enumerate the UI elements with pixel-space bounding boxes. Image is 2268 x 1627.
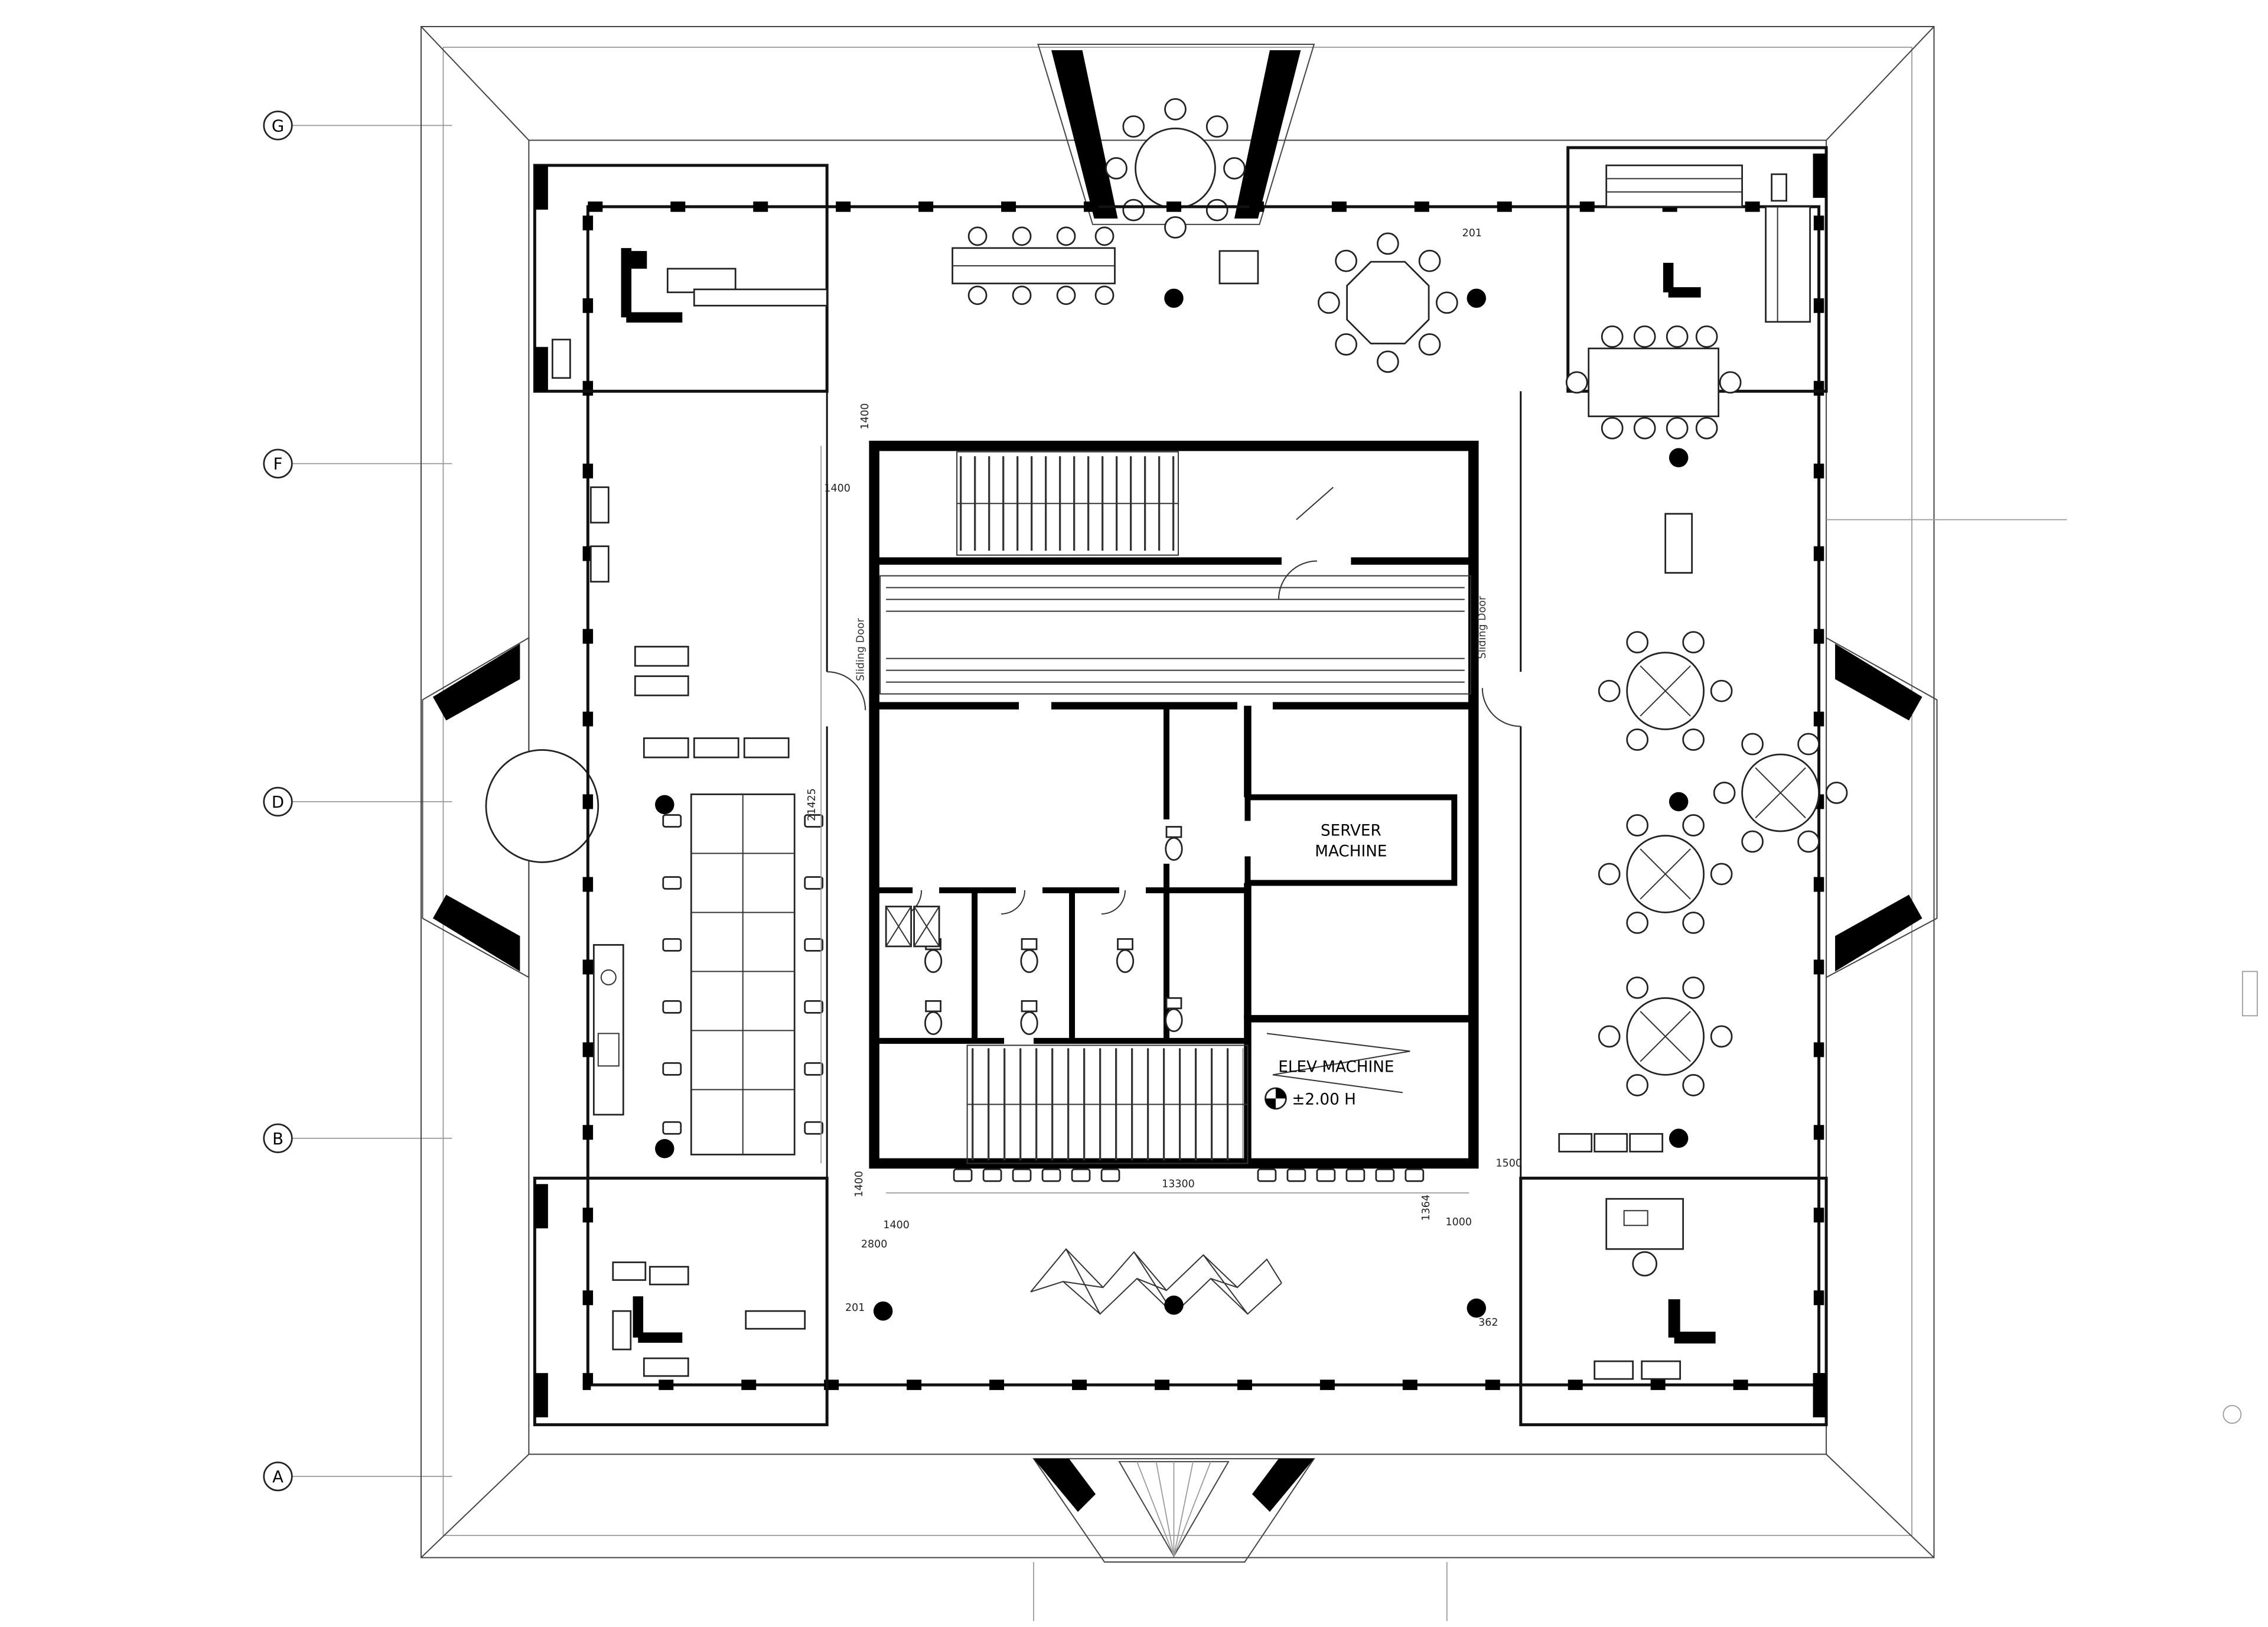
dim-1364: 1364 (1420, 1195, 1432, 1221)
grid-marker-f: F (273, 455, 283, 474)
storage-cabinets (589, 486, 790, 759)
wc-fixture (924, 1000, 943, 1035)
dim-1400-core-top: 1400 (859, 403, 871, 429)
level-symbol-icon (1265, 1087, 1287, 1110)
elevator-shaft (913, 906, 940, 948)
grid-marker-d: D (272, 793, 284, 812)
grid-marker-g: G (272, 116, 284, 135)
zigzag-sculpture (1030, 1248, 1282, 1315)
dim-1400-bottom: 1400 (883, 1219, 910, 1231)
dim-1400-core-bottom: 1400 (853, 1171, 865, 1198)
dim-201-top: 201 (1462, 227, 1482, 239)
bottom-gallery (953, 1168, 1425, 1315)
wc-fixture (1020, 1000, 1038, 1035)
elev-room-label: ELEV MACHINE (1278, 1058, 1394, 1076)
right-wing (1558, 164, 1848, 1380)
sliding-door-band (879, 575, 1471, 695)
octagon-table (1318, 232, 1458, 373)
conference-round-table (1105, 98, 1246, 239)
bottom-left-room (612, 1261, 806, 1377)
office-corner (1558, 1133, 1716, 1380)
top-left-room (551, 248, 828, 379)
round-dining-table (1598, 977, 1733, 1096)
grid-marker-b: B (272, 1130, 284, 1148)
long-work-table (662, 793, 824, 1156)
wc-fixture (1020, 938, 1038, 974)
side-cabinet (1664, 513, 1693, 574)
dim-1000: 1000 (1446, 1216, 1472, 1228)
server-machine-room: SERVER MACHINE (1244, 794, 1458, 886)
sofa (1765, 206, 1811, 323)
left-bay (422, 636, 599, 979)
left-wing (551, 248, 828, 1377)
wc-fixture (1165, 826, 1183, 861)
dim-201-bottom: 201 (845, 1302, 865, 1314)
server-room-label-1: SERVER (1321, 822, 1381, 839)
dimensions: 1400 1400 1400 1400 2800 13300 1500 1000… (806, 227, 1522, 1329)
sliding-door-label-right: Sliding Door (1477, 596, 1488, 659)
toilet-block (874, 705, 1252, 1044)
door-swing (1278, 560, 1317, 600)
elev-machine-room: ELEV MACHINE ±2.00 H (1244, 1015, 1478, 1167)
dim-13300: 13300 (1162, 1178, 1195, 1190)
sliding-door-label-left: Sliding Door (855, 618, 867, 681)
dim-21425: 21425 (806, 788, 818, 821)
dining-rect-table (1565, 325, 1742, 440)
round-dining-table (1598, 631, 1733, 751)
bottom-stage-bay (1032, 1458, 1315, 1563)
round-meeting-table (485, 749, 599, 863)
dim-362: 362 (1478, 1317, 1498, 1329)
round-dining-table (1713, 733, 1848, 853)
dim-2800: 2800 (861, 1239, 888, 1251)
round-dining-table (1598, 814, 1733, 934)
server-room-label-2: MACHINE (1315, 842, 1387, 860)
dim-1500: 1500 (1496, 1157, 1523, 1169)
corridor-walls (826, 391, 1522, 1385)
lounge-room (1605, 164, 1811, 323)
upper-stair (956, 451, 1179, 556)
top-lobby (951, 226, 1458, 373)
core: Sliding Door Sliding Door (855, 440, 1488, 1169)
elev-level-label: ±2.00 H (1292, 1091, 1355, 1108)
elevator-shaft (885, 906, 913, 948)
top-entrance-bay (1037, 43, 1315, 239)
grid-markers: G F D B A (263, 110, 452, 1492)
kitchen-counter (592, 944, 624, 1116)
wc-fixture (1165, 997, 1183, 1032)
dim-1400-left: 1400 (824, 483, 850, 494)
wc-fixture (1116, 938, 1135, 974)
grid-marker-a: A (272, 1467, 284, 1486)
right-bay (1826, 636, 1938, 979)
lower-stair (966, 1044, 1249, 1164)
